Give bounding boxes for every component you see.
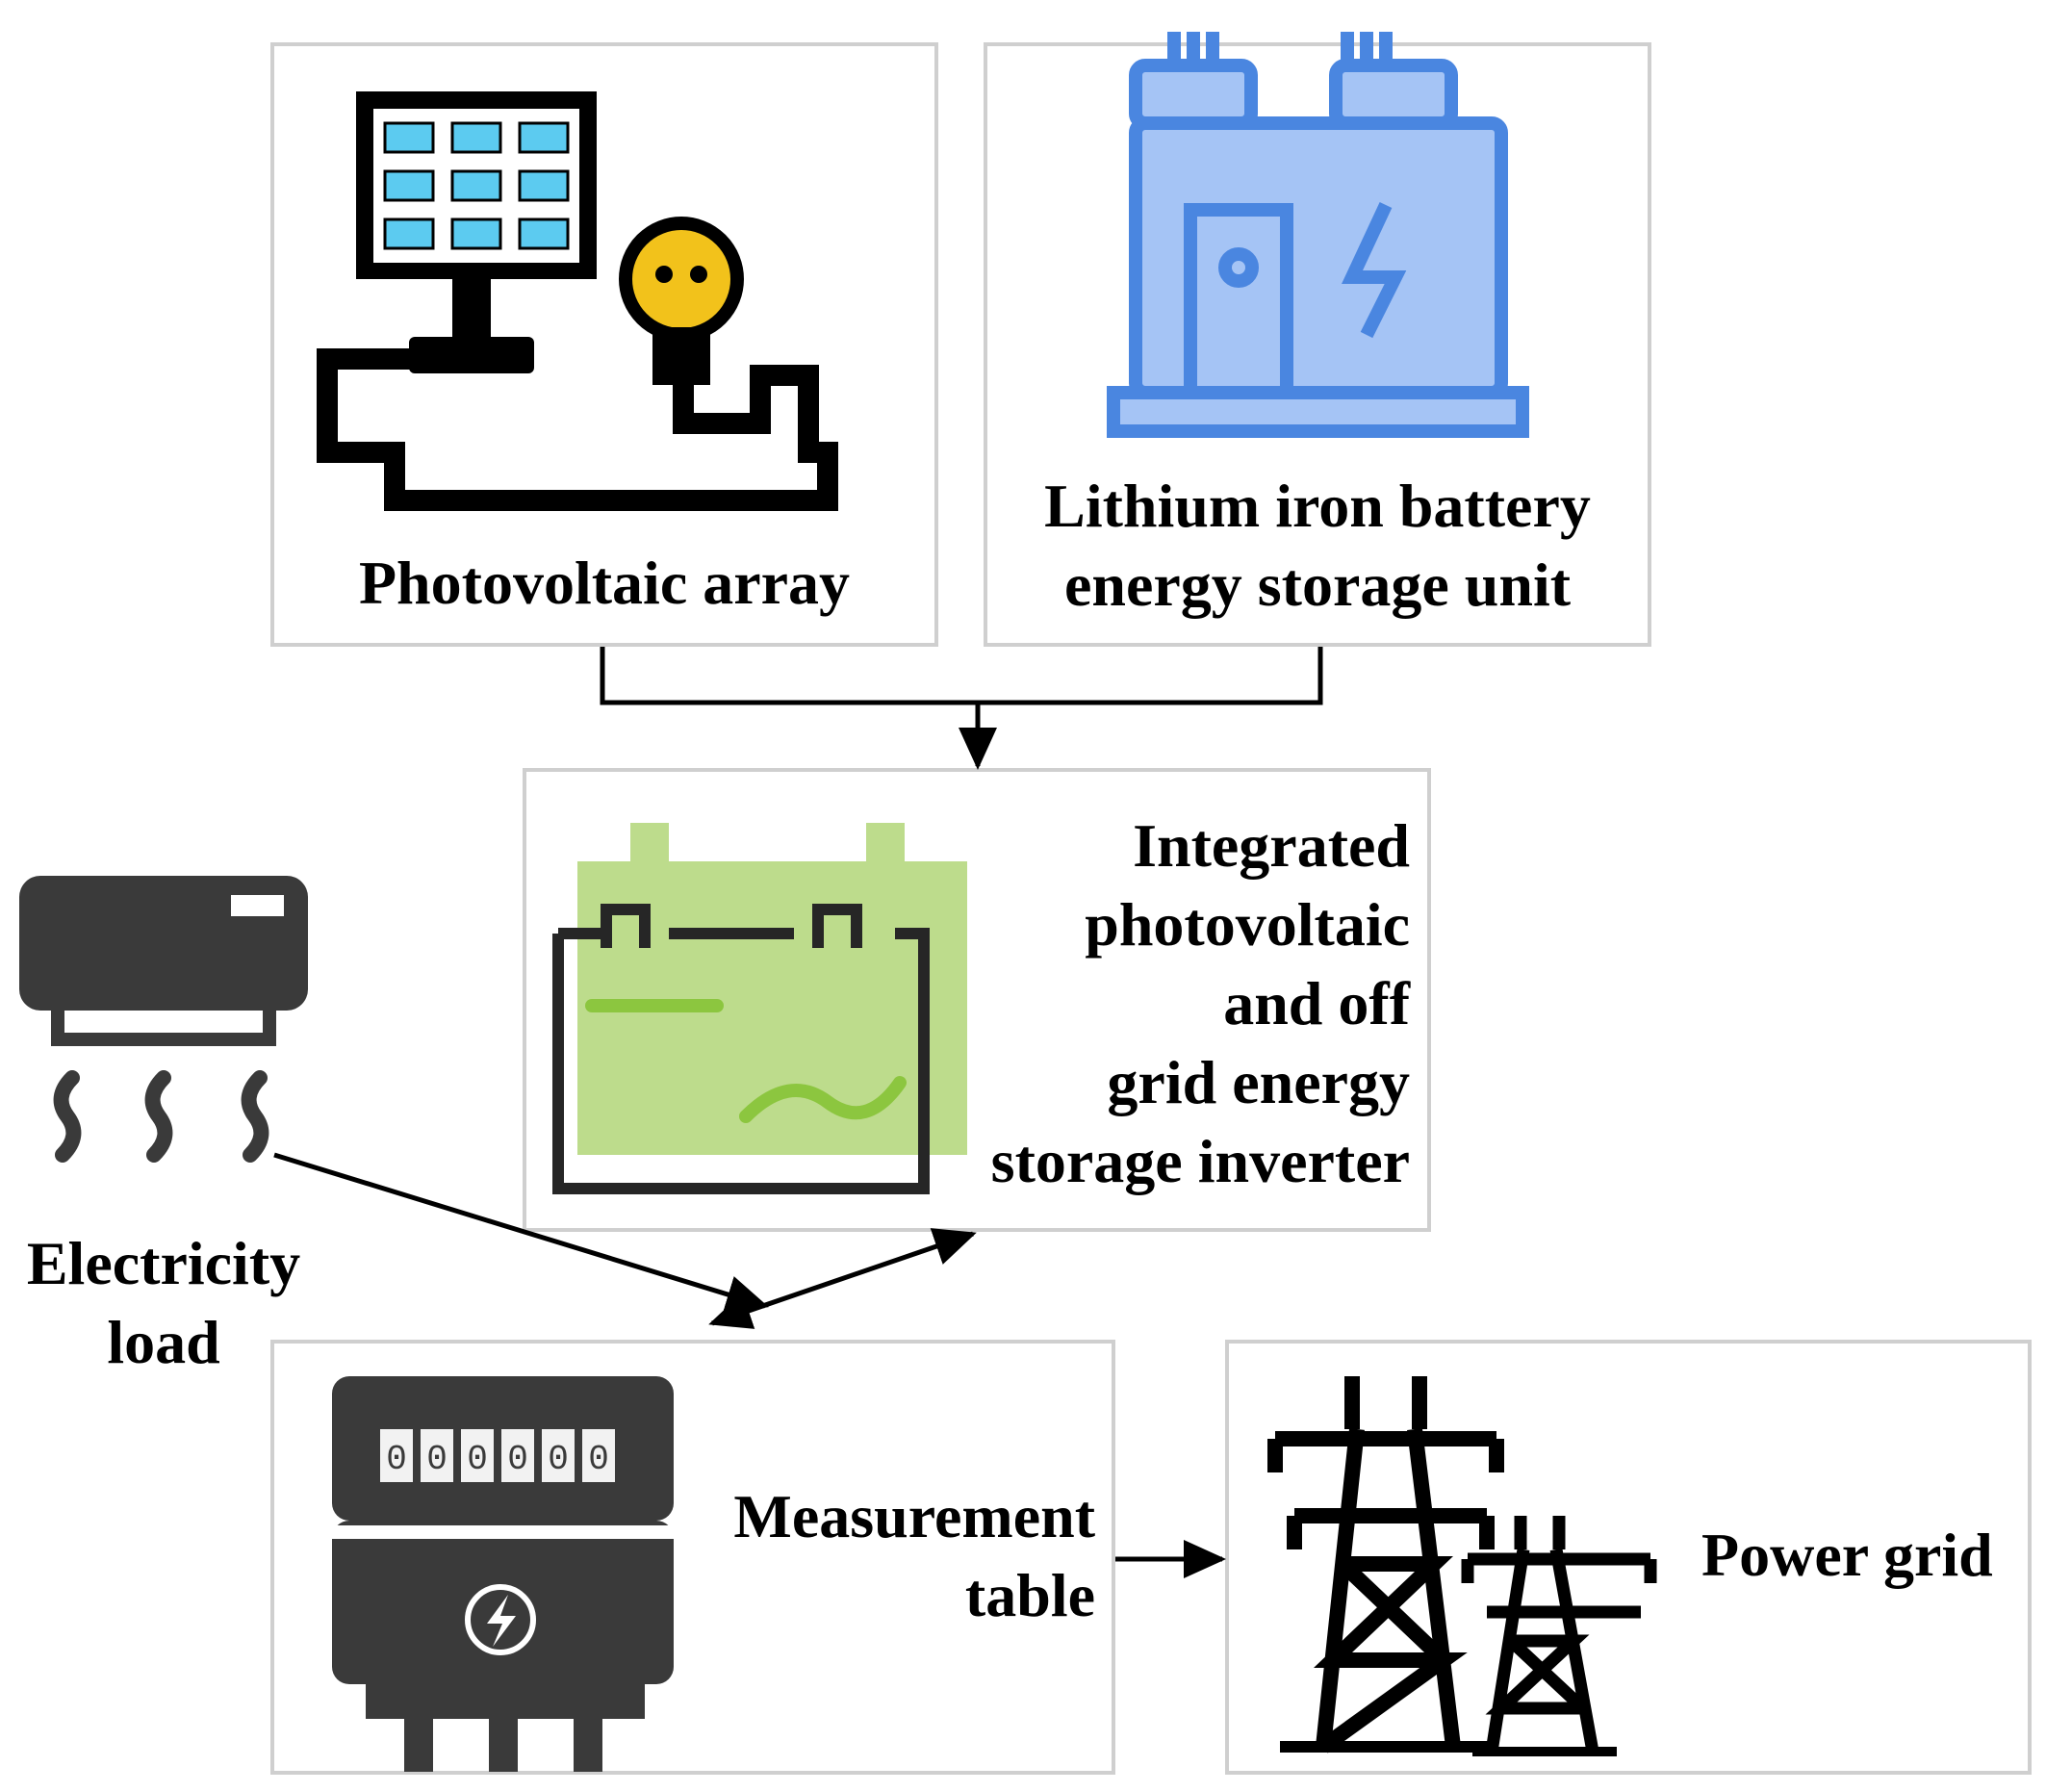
load-label: Electricity load [26, 1229, 301, 1376]
meter-digit: 0 [467, 1440, 488, 1479]
meter-digit: 0 [386, 1440, 407, 1479]
battery-label: Lithium iron battery energy storage unit [1044, 472, 1591, 619]
edge-meter-inverter-arrow [708, 1228, 977, 1329]
solar-panel-bulb-icon [317, 91, 838, 511]
electric-meter-icon: 0 0 0 0 0 0 [332, 1376, 674, 1772]
inverter-label: Integrated photovoltaic and off grid ene… [990, 811, 1410, 1195]
battery-storage-building-icon [1107, 32, 1529, 438]
meter-digit: 0 [426, 1440, 448, 1479]
transmission-tower-icon [1267, 1376, 1657, 1756]
meter-digit: 0 [507, 1440, 528, 1479]
edge-pv-battery-merge [600, 647, 1323, 705]
meter-digit: 0 [588, 1440, 609, 1479]
meter-label: Measurement table [733, 1482, 1095, 1629]
battery-inverter-icon [552, 823, 967, 1194]
air-conditioner-icon [19, 876, 308, 1163]
meter-digit: 0 [548, 1440, 569, 1479]
grid-label: Power grid [1701, 1521, 1993, 1589]
edge-load-to-meter-arrow [273, 1152, 769, 1314]
pv-array-label: Photovoltaic array [358, 549, 851, 617]
